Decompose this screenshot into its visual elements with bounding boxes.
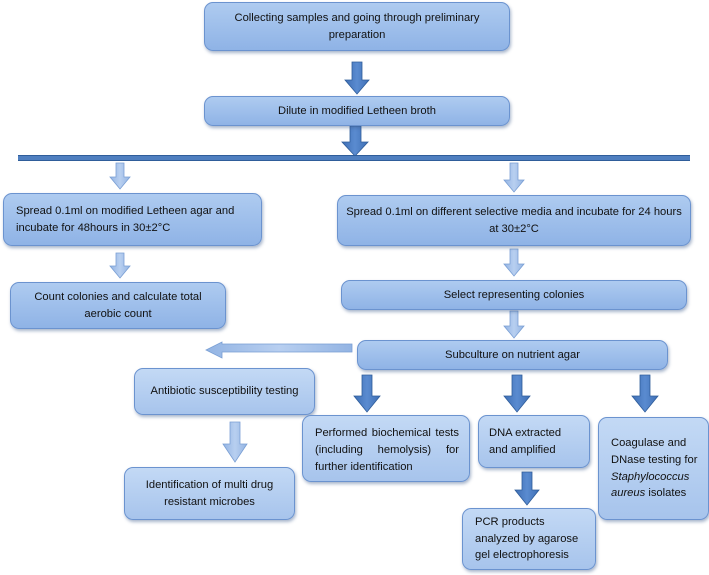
dna-text: DNA extracted and amplified bbox=[489, 427, 562, 456]
coagulase-text: Coagulase and DNase testing for Staphylo… bbox=[611, 435, 704, 502]
select-colonies-box: Select representing colonies bbox=[341, 280, 687, 310]
arrow-down-icon bbox=[631, 374, 659, 413]
arrow-down-icon bbox=[503, 248, 525, 277]
collect-samples-text: Collecting samples and going through pre… bbox=[234, 11, 480, 41]
dilute-text: Dilute in modified Letheen broth bbox=[278, 104, 436, 117]
count-colonies-box: Count colonies and calculate total aerob… bbox=[10, 282, 226, 329]
subculture-text: Subculture on nutrient agar bbox=[445, 348, 580, 361]
pcr-text: PCR products analyzed by agarose gel ele… bbox=[475, 515, 579, 562]
biochemical-box: Performed biochemical tests (including h… bbox=[302, 415, 470, 482]
collect-samples-box: Collecting samples and going through pre… bbox=[204, 2, 510, 51]
arrow-down-icon bbox=[222, 421, 248, 463]
spread-letheen-text: Spread 0.1ml on modified Letheen agar an… bbox=[16, 204, 235, 234]
arrow-down-icon bbox=[353, 374, 381, 413]
mdr-box: Identification of multi drug resistant m… bbox=[124, 467, 295, 520]
pcr-box: PCR products analyzed by agarose gel ele… bbox=[462, 508, 596, 570]
spread-selective-box: Spread 0.1ml on different selective medi… bbox=[337, 195, 691, 246]
arrow-down-icon bbox=[503, 162, 525, 193]
mdr-text: Identification of multi drug resistant m… bbox=[145, 478, 274, 508]
arrow-down-icon bbox=[503, 374, 531, 413]
subculture-box: Subculture on nutrient agar bbox=[357, 340, 668, 370]
select-colonies-text: Select representing colonies bbox=[443, 288, 585, 301]
antibiotic-box: Antibiotic susceptibility testing bbox=[134, 368, 315, 415]
arrow-down-icon bbox=[344, 61, 370, 95]
spread-letheen-box: Spread 0.1ml on modified Letheen agar an… bbox=[3, 193, 262, 246]
branch-divider-bar bbox=[18, 155, 690, 161]
antibiotic-text: Antibiotic susceptibility testing bbox=[150, 385, 299, 398]
coagulase-prefix: Coagulase and DNase testing for bbox=[611, 436, 698, 466]
biochemical-text: Performed biochemical tests (including h… bbox=[315, 427, 459, 473]
arrow-down-icon bbox=[341, 125, 369, 157]
dna-box: DNA extracted and amplified bbox=[478, 415, 590, 468]
arrow-down-icon bbox=[109, 162, 131, 190]
bent-arrow-icon bbox=[205, 341, 353, 359]
arrow-down-icon bbox=[503, 310, 525, 339]
dilute-box: Dilute in modified Letheen broth bbox=[204, 96, 510, 126]
arrow-down-icon bbox=[514, 471, 540, 506]
coagulase-species: Staphylococcus aureus bbox=[611, 470, 690, 500]
coagulase-box: Coagulase and DNase testing for Staphylo… bbox=[598, 417, 709, 520]
count-colonies-text: Count colonies and calculate total aerob… bbox=[34, 290, 202, 320]
coagulase-suffix: isolates bbox=[648, 487, 687, 500]
spread-selective-text: Spread 0.1ml on different selective medi… bbox=[346, 205, 682, 235]
arrow-down-icon bbox=[109, 252, 131, 279]
